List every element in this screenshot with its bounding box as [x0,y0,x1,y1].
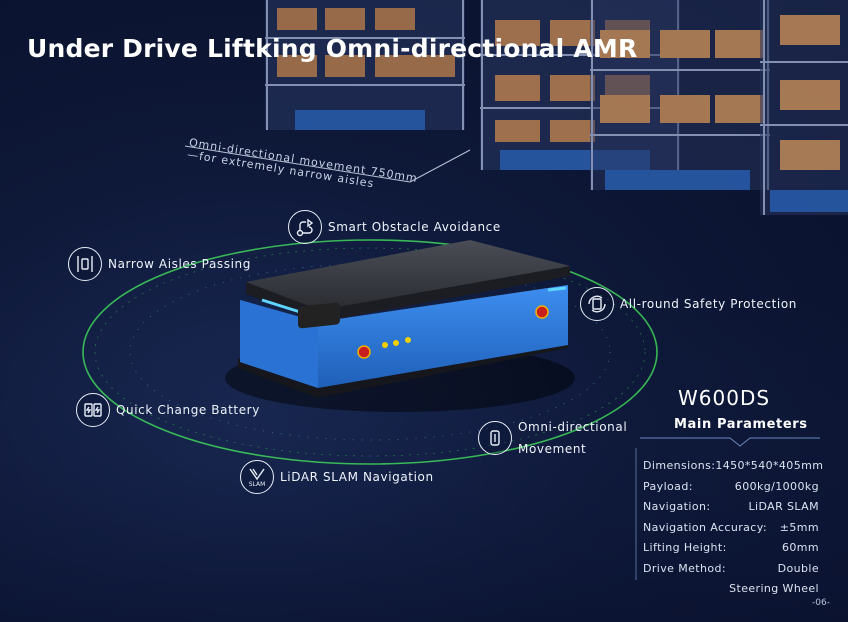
param-value: Double [777,561,819,575]
feature-label: Narrow Aisles Passing [108,257,251,271]
route-icon [288,210,322,244]
feature-label: Smart Obstacle Avoidance [328,220,501,234]
feature-lidar: SLAM LiDAR SLAM Navigation [240,460,434,494]
green-ring [82,239,658,465]
param-row: Navigation: LiDAR SLAM [643,497,819,518]
battery-icon [76,393,110,427]
param-label: Dimensions: [643,459,716,472]
param-label: Lifting Height: [643,541,727,554]
param-row: Navigation Accuracy: ±5mm [643,518,819,539]
param-value: 1450*540*405mm [715,459,824,472]
feature-label-line2: Movement [518,442,587,456]
param-label: Navigation: [643,500,711,513]
rotation-shield-icon [580,287,614,321]
omni-wheel-icon [478,421,512,455]
param-value: Steering Wheel [729,582,819,595]
feature-battery: Quick Change Battery [76,393,260,427]
param-value: 60mm [781,541,819,554]
lidar-icon-text: SLAM [248,480,266,488]
param-row: Payload: 600kg/1000kg [643,477,819,498]
param-value: 600kg/1000kg [734,479,819,493]
lidar-icon: SLAM [240,460,274,494]
param-row: Lifting Height: 60mm [643,538,819,559]
params-title: Main Parameters [674,417,808,432]
feature-label: All-round Safety Protection [620,297,797,311]
param-value: ±5mm [779,520,819,534]
feature-label: Quick Change Battery [116,403,260,417]
page-number: -06- [812,598,830,608]
page-title: Under Drive Liftking Omni-directional AM… [27,34,638,63]
feature-omni: Omni-directional Movement [478,416,627,460]
param-label: Drive Method: [643,561,726,575]
params-table: Dimensions:1450*540*405mm Payload: 600kg/… [643,456,823,600]
param-value: LiDAR SLAM [748,500,819,513]
feature-label-line1: Omni-directional [518,420,628,434]
param-label: Navigation Accuracy: [643,520,767,534]
param-row: Dimensions:1450*540*405mm [643,456,823,477]
feature-smart-obstacle: Smart Obstacle Avoidance [288,210,501,244]
feature-narrow-aisles: Narrow Aisles Passing [68,247,251,281]
feature-label: LiDAR SLAM Navigation [280,470,434,484]
robot-body [240,285,568,388]
feature-safety: All-round Safety Protection [580,287,797,321]
model-name: W600DS [678,386,771,410]
param-row: Steering Wheel [643,579,819,600]
narrow-aisle-icon [68,247,102,281]
param-label: Payload: [643,479,693,493]
param-row: Drive Method: Double [643,559,819,580]
